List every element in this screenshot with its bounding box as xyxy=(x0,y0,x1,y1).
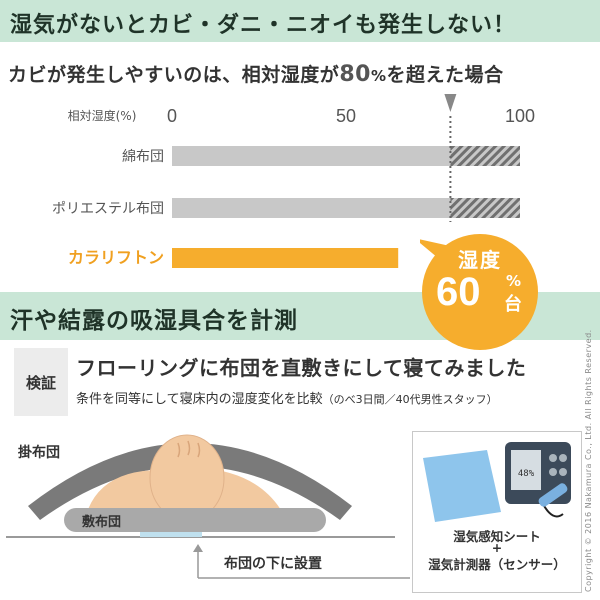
top-banner-text: 湿気がないとカビ・ダニ・ニオイも発生しない！ xyxy=(10,13,517,38)
kakebuton-label: 掛布団 xyxy=(18,445,60,461)
middle-banner-text: 汗や結露の吸湿具合を計測 xyxy=(10,308,298,334)
badge-value: 60 xyxy=(436,270,481,314)
top-banner: 湿気がないとカビ・ダニ・ニオイも発生しない！ xyxy=(0,0,600,42)
shikibuton-label: 敷布団 xyxy=(82,515,122,530)
meter-readout: 48% xyxy=(518,469,535,479)
x-axis-label: 相対湿度(%) xyxy=(68,108,137,123)
badge-suffix: 台 xyxy=(504,294,522,315)
bar-1 xyxy=(172,198,451,218)
humidity-callout-badge: 湿度 60 % 台 xyxy=(420,232,540,352)
x-tick-label: 0 xyxy=(167,106,177,126)
meter-button-icon xyxy=(559,454,567,462)
meter-button-icon xyxy=(549,468,557,476)
verify-label-box: 検証 xyxy=(14,348,68,416)
bar-hatched-segment-1 xyxy=(450,198,520,218)
sensor-meter-label: 湿気計測器（センサー） xyxy=(428,557,566,572)
futon-illustration xyxy=(6,434,410,579)
sensor-plus-label: + xyxy=(491,540,503,555)
x-tick-label: 100 xyxy=(505,106,535,126)
kakebuton-shape xyxy=(28,443,352,520)
copyright-notice: Copyright © 2016 Nakamura Co., Ltd. All … xyxy=(584,329,593,592)
verify-conditions-note: （のべ3日間／40代男性スタッフ） xyxy=(322,393,498,406)
subtitle-threshold-value: 80 xyxy=(339,62,371,87)
threshold-marker-icon xyxy=(444,94,457,112)
sensor-probe-icon xyxy=(538,483,568,507)
subtitle-prefix: カビが発生しやすいのは、相対湿度が xyxy=(8,64,340,86)
verify-conditions: 条件を同等にして寝床内の湿度変化を比較（のべ3日間／40代男性スタッフ） xyxy=(76,388,498,407)
bar-2 xyxy=(172,248,399,268)
category-label: カラリフトン xyxy=(68,248,164,267)
badge-shape xyxy=(420,234,538,350)
x-tick-label: 50 xyxy=(336,106,356,126)
subtitle-threshold-unit: % xyxy=(370,67,387,85)
sensor-device-inset: 48% 湿気感知シート + 湿気計測器（センサー） xyxy=(412,431,582,593)
placement-label: 布団の下に設置 xyxy=(224,556,322,572)
badge-label: 湿度 xyxy=(458,248,502,272)
placement-arrow xyxy=(193,544,203,552)
placement-connector xyxy=(197,548,402,579)
sensor-sheet-under-futon xyxy=(140,532,202,537)
badge-unit: % xyxy=(506,272,522,290)
verify-conditions-text: 条件を同等にして寝床内の湿度変化を比較 xyxy=(76,392,323,407)
shikibuton-shape xyxy=(64,508,326,532)
subtitle-suffix: を超えた場合 xyxy=(386,64,504,86)
meter-display xyxy=(511,450,541,490)
verify-title: フローリングに布団を直敷きにして寝てみました xyxy=(76,356,527,380)
meter-button-icon xyxy=(549,454,557,462)
category-label: 綿布団 xyxy=(122,149,164,165)
sensor-device-illustration: 48% xyxy=(423,442,571,522)
meter-button-icon xyxy=(559,468,567,476)
bar-0 xyxy=(172,146,451,166)
probe-cable xyxy=(542,503,564,518)
category-label: ポリエステル布団 xyxy=(52,201,164,217)
chart-subtitle: カビが発生しやすいのは、相対湿度が80%を超えた場合 xyxy=(8,60,503,87)
sensor-sheet-label: 湿気感知シート xyxy=(453,529,541,544)
sensor-sheet-icon xyxy=(423,450,501,522)
verify-label: 検証 xyxy=(25,374,56,392)
bar-hatched-segment-0 xyxy=(450,146,520,166)
hair-lines xyxy=(177,440,201,458)
